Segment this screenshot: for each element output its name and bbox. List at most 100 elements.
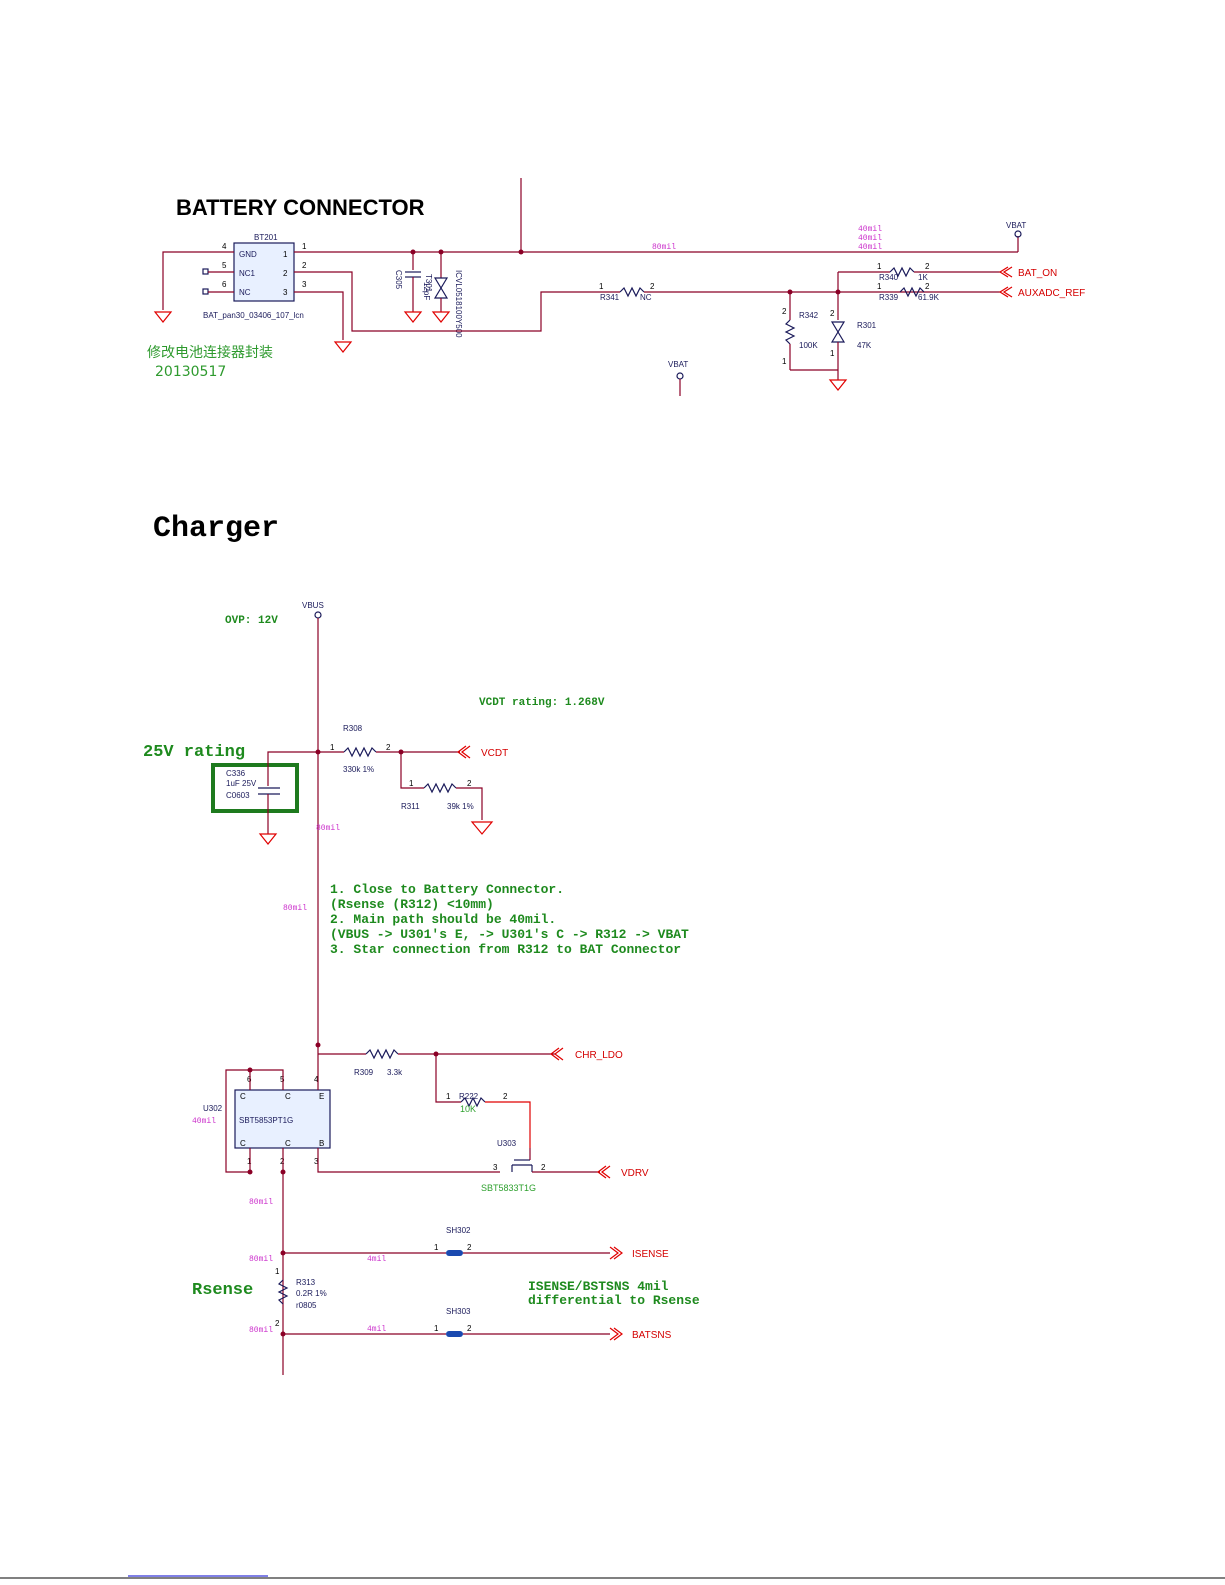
battery-connector-section: BATTERY CONNECTOR BT201 GND NC1 NC 1 2 3… xyxy=(147,178,1085,396)
charger-title: Charger xyxy=(153,512,279,546)
u302-body xyxy=(234,1089,331,1149)
c305-ref: C305 xyxy=(394,270,403,290)
bt201-outer-6: 6 xyxy=(222,280,227,289)
r222-pin1: 1 xyxy=(446,1092,451,1101)
auxadc-ref-net: AUXADC_REF xyxy=(1018,288,1085,299)
r222-value: 10K xyxy=(460,1104,476,1114)
nc1-marker xyxy=(202,268,209,275)
bat-on-net: BAT_ON xyxy=(1018,268,1057,279)
r342-pin2: 2 xyxy=(782,307,787,316)
mil-80-vbus-b: 80mil xyxy=(283,904,307,913)
ovp-note: OVP: 12V xyxy=(225,615,278,627)
vbat-port-lower xyxy=(676,372,684,380)
mil-40-c: 40mil xyxy=(858,243,882,252)
u302-pin-4: 4 xyxy=(314,1075,319,1084)
u303-pin3: 3 xyxy=(493,1163,498,1172)
isense-net: ISENSE xyxy=(632,1249,669,1260)
bt201-inner-3: 3 xyxy=(283,288,288,297)
bt201-outer-r2: 2 xyxy=(302,261,307,270)
r301-value: 47K xyxy=(857,341,872,350)
r341-pin1: 1 xyxy=(599,282,604,291)
mil-80-rs-c: 80mil xyxy=(249,1326,273,1335)
sh302-pin1: 1 xyxy=(434,1243,439,1252)
mil-40-u302: 40mil xyxy=(192,1117,216,1126)
r301-ref: R301 xyxy=(857,321,877,330)
charger-note-5: 3. Star connection from R312 to BAT Conn… xyxy=(330,942,681,957)
mil-4-batsns: 4mil xyxy=(367,1325,386,1334)
r222-ref: R222 xyxy=(459,1092,479,1101)
r339-value: 61.9K xyxy=(918,293,940,302)
mil-80-vbus-a: 80mil xyxy=(316,824,340,833)
r339-pin1: 1 xyxy=(877,282,882,291)
ground-symbol xyxy=(153,311,173,323)
r339-pin2: 2 xyxy=(925,282,930,291)
mil-40-a: 40mil xyxy=(858,225,882,234)
bt201-pin-gnd: GND xyxy=(239,250,257,259)
u302-pin-b: B xyxy=(319,1139,324,1148)
r340-ref: R340 xyxy=(879,273,899,282)
r340-value: 1K xyxy=(918,273,928,282)
charger-note-3: 2. Main path should be 40mil. xyxy=(330,912,556,927)
r313-pin1: 1 xyxy=(275,1267,280,1276)
charger-note-1: 1. Close to Battery Connector. xyxy=(330,882,564,897)
diff-note-2: differential to Rsense xyxy=(528,1293,700,1308)
vbus-label: VBUS xyxy=(302,601,324,610)
bt201-outer-4: 4 xyxy=(222,242,227,251)
vbat-port-top xyxy=(1014,230,1022,238)
sh303-ref: SH303 xyxy=(446,1307,471,1316)
r311-pin2: 2 xyxy=(467,779,472,788)
r309-value: 3.3k xyxy=(387,1068,403,1077)
r301-pin2: 2 xyxy=(830,309,835,318)
bt201-footprint: BAT_pan30_03406_107_lcn xyxy=(203,311,304,320)
c336-ref: C336 xyxy=(226,769,246,778)
r342-ref: R342 xyxy=(799,311,819,320)
vcdt-net: VCDT xyxy=(481,748,508,759)
charger-note-4: (VBUS -> U301's E, -> U301's C -> R312 -… xyxy=(330,927,689,942)
battery-note-cn: 修改电池连接器封装 xyxy=(147,344,273,361)
u302-pin-c-tl: C xyxy=(240,1092,246,1101)
sh302-pin2: 2 xyxy=(467,1243,472,1252)
mil-40-b: 40mil xyxy=(858,234,882,243)
r339-ref: R339 xyxy=(879,293,899,302)
r222-pin2: 2 xyxy=(503,1092,508,1101)
r311-value: 39k 1% xyxy=(447,802,474,811)
c336-package: C0603 xyxy=(226,791,250,800)
r313-pin2: 2 xyxy=(275,1319,280,1328)
bt201-outer-5: 5 xyxy=(222,261,227,270)
r342-pin1: 1 xyxy=(782,357,787,366)
batsns-net: BATSNS xyxy=(632,1330,672,1341)
r341-ref: R341 xyxy=(600,293,620,302)
t301-part: ICVL0518100Y500 xyxy=(454,270,463,338)
bt201-ref: BT201 xyxy=(254,233,278,242)
mil-80-rs-a: 80mil xyxy=(249,1198,273,1207)
bt201-pin-nc1: NC1 xyxy=(239,269,256,278)
chr-ldo-net: CHR_LDO xyxy=(575,1050,623,1061)
r313-package: r0805 xyxy=(296,1301,317,1310)
c336-highlight-box xyxy=(211,763,299,813)
r311-ref: R311 xyxy=(401,802,420,811)
c336-value: 1uF 25V xyxy=(226,779,257,788)
u302-pin-c-tm: C xyxy=(285,1092,291,1101)
vcdt-rating-note: VCDT rating: 1.268V xyxy=(479,697,605,709)
u302-pin-c-bm: C xyxy=(285,1139,291,1148)
u302-pin-c-bl: C xyxy=(240,1139,246,1148)
r308-pin2: 2 xyxy=(386,743,391,752)
u303-pin2: 2 xyxy=(541,1163,546,1172)
rsense-label: Rsense xyxy=(192,1281,253,1300)
c305-value: 12pF xyxy=(422,282,431,300)
charger-note-2: (Rsense (R312) <10mm) xyxy=(330,897,494,912)
nc-marker xyxy=(202,288,209,295)
r301-pin1: 1 xyxy=(830,349,835,358)
r340-pin2: 2 xyxy=(925,262,930,271)
u303-part: SBT5833T1G xyxy=(481,1183,536,1193)
vbat-label-top: VBAT xyxy=(1006,221,1026,230)
r311-pin1: 1 xyxy=(409,779,414,788)
bt201-inner-2: 2 xyxy=(283,269,288,278)
r341-value: NC xyxy=(640,293,652,302)
u302-pin-e: E xyxy=(319,1092,324,1101)
u303-ref: U303 xyxy=(497,1139,517,1148)
battery-note-date: 20130517 xyxy=(155,364,226,380)
r309-ref: R309 xyxy=(354,1068,374,1077)
u302-ref: U302 xyxy=(203,1104,223,1113)
